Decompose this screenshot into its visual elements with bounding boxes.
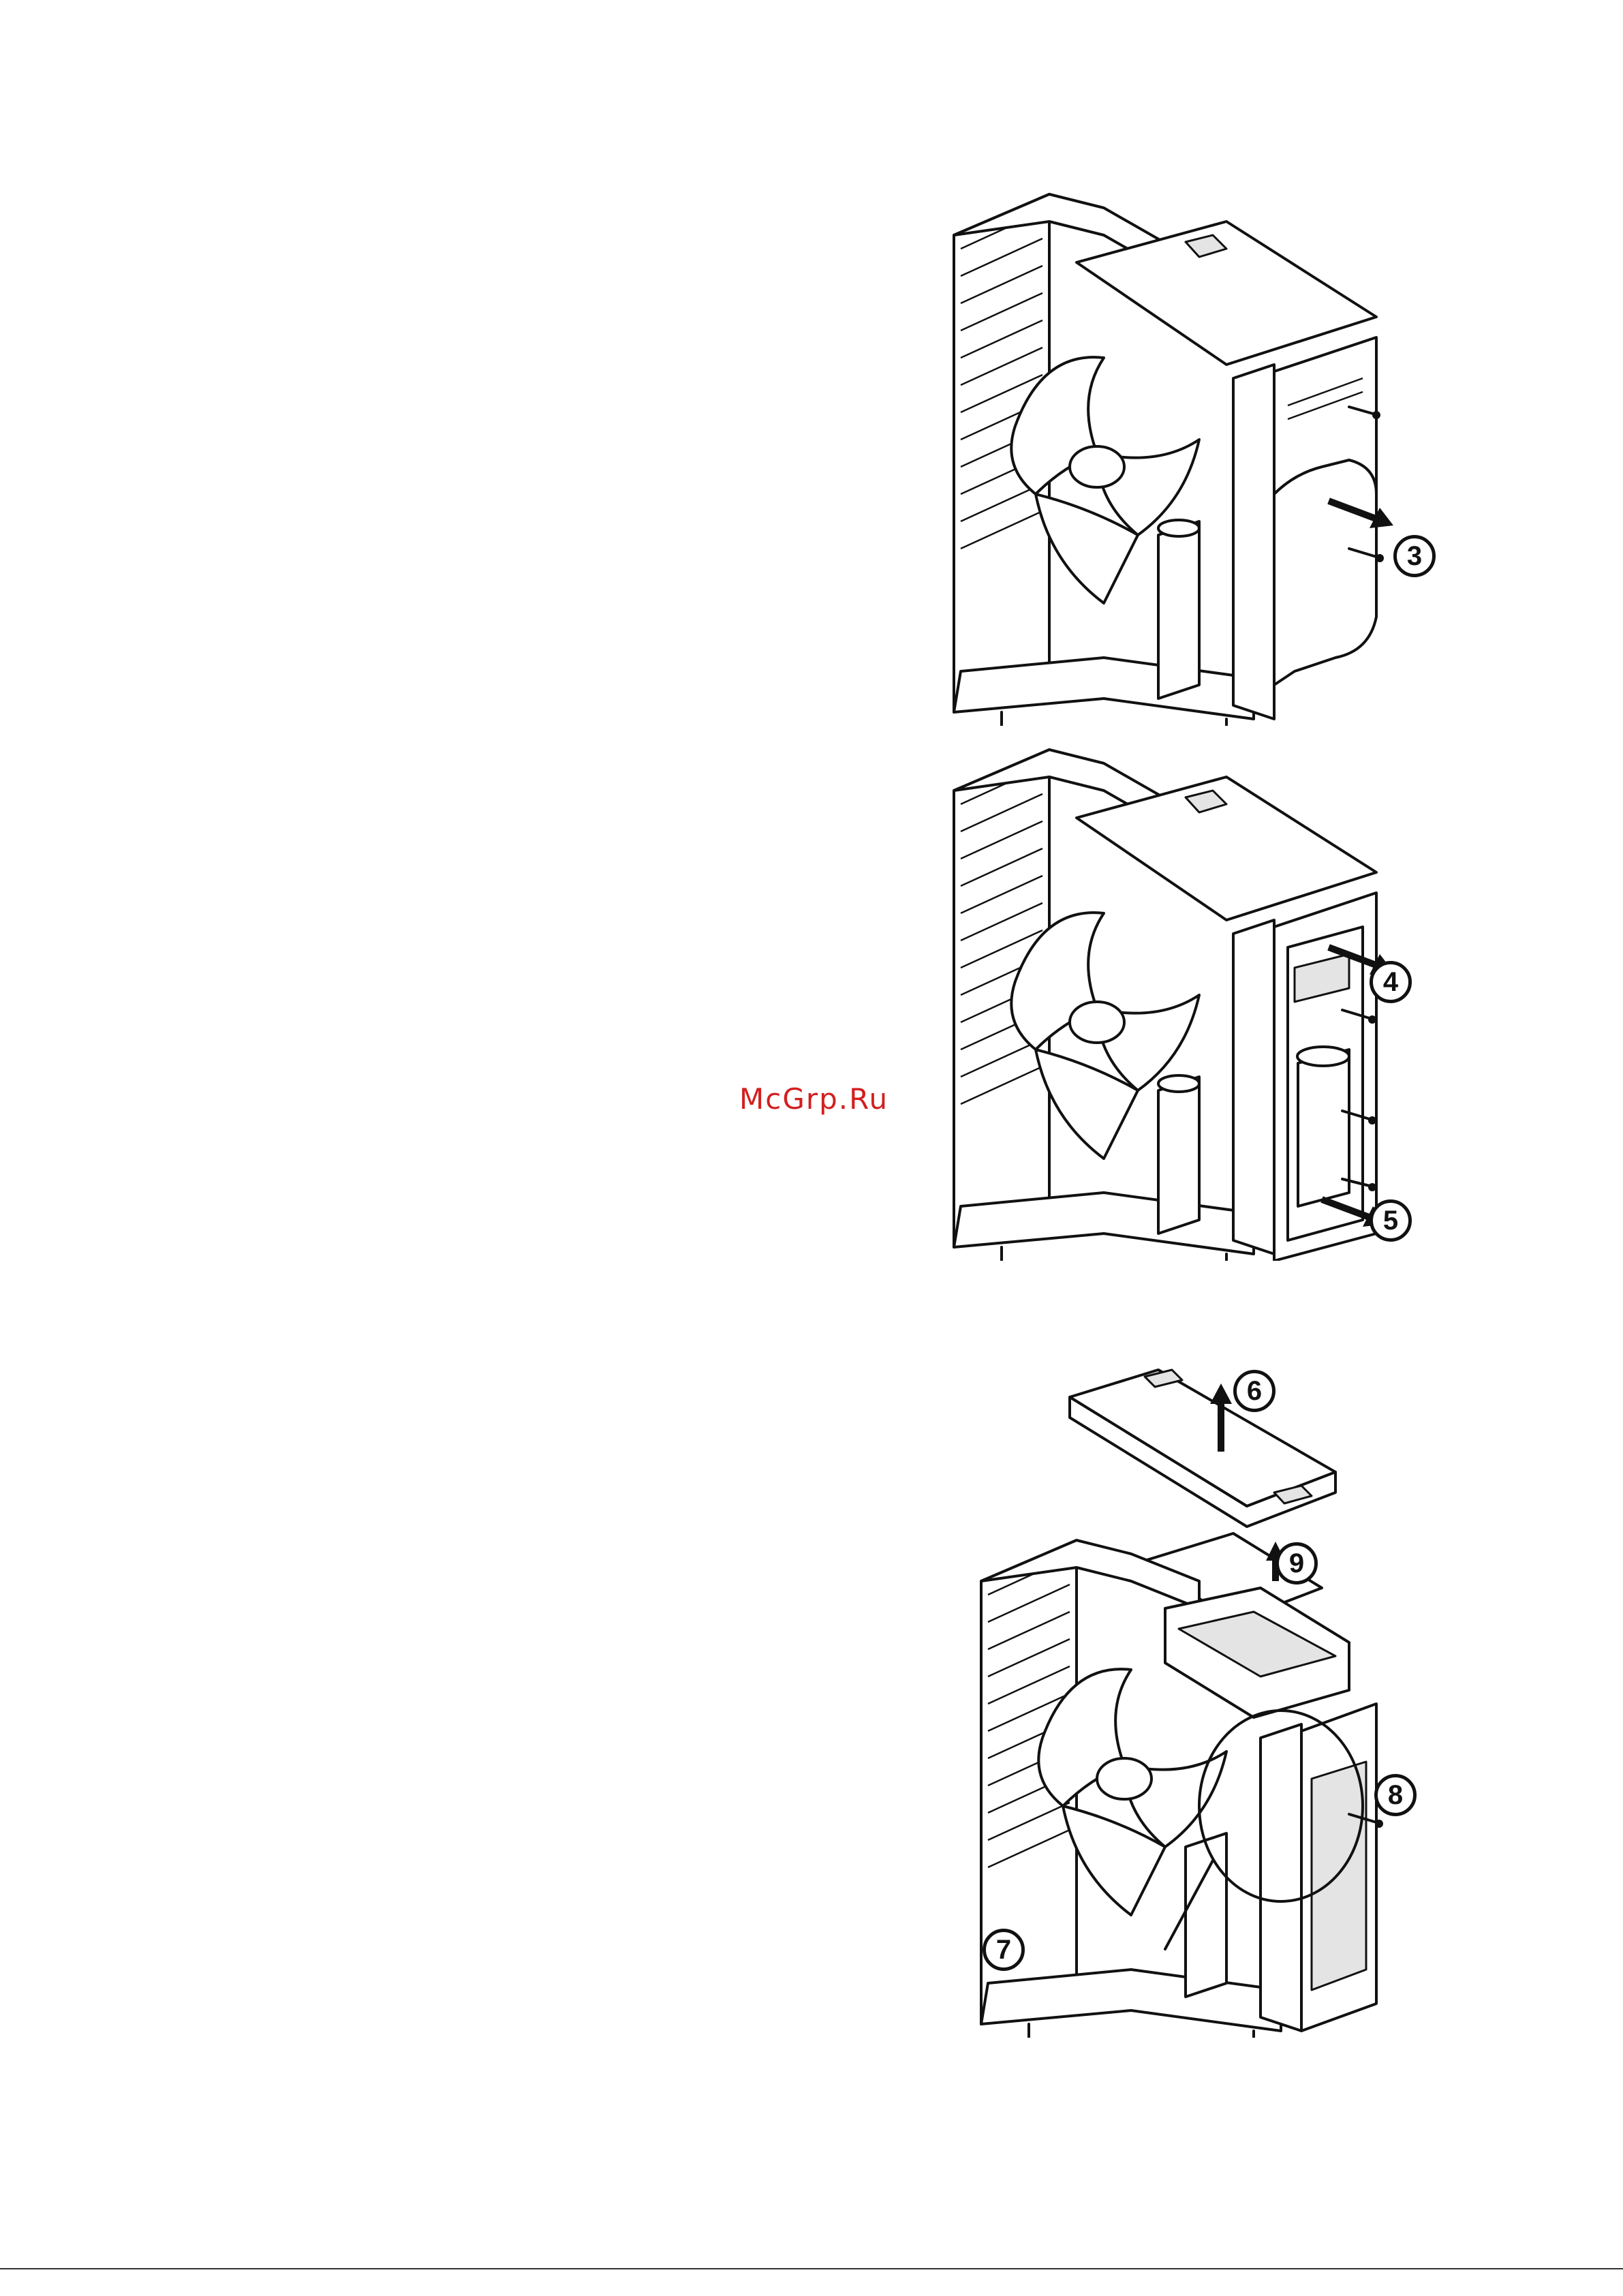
figure-unit-side-panel-removed <box>940 743 1444 1261</box>
figure-unit-front-panel-removed <box>940 181 1444 726</box>
callout-9: 9 <box>1276 1542 1318 1585</box>
callout-8: 8 <box>1374 1774 1417 1816</box>
callout-4: 4 <box>1370 961 1412 1003</box>
callout-3: 3 <box>1393 535 1436 577</box>
outdoor-unit-illustration-2 <box>940 743 1444 1261</box>
outdoor-unit-illustration-1 <box>940 181 1444 726</box>
callout-7: 7 <box>983 1929 1025 1971</box>
callout-5: 5 <box>1370 1199 1412 1242</box>
footer-rule <box>0 2268 1623 2269</box>
watermark: McGrp.Ru <box>739 1082 888 1116</box>
callout-6: 6 <box>1233 1370 1276 1412</box>
